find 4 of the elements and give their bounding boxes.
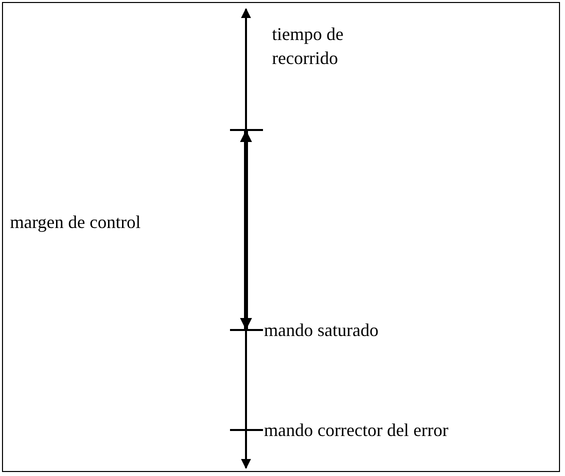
axis-label: mando corrector del error — [264, 419, 450, 442]
axis-label: tiempo de recorrido — [272, 23, 344, 70]
axis-label: mando saturado — [264, 319, 380, 342]
axis-label: margen de control — [10, 211, 142, 234]
